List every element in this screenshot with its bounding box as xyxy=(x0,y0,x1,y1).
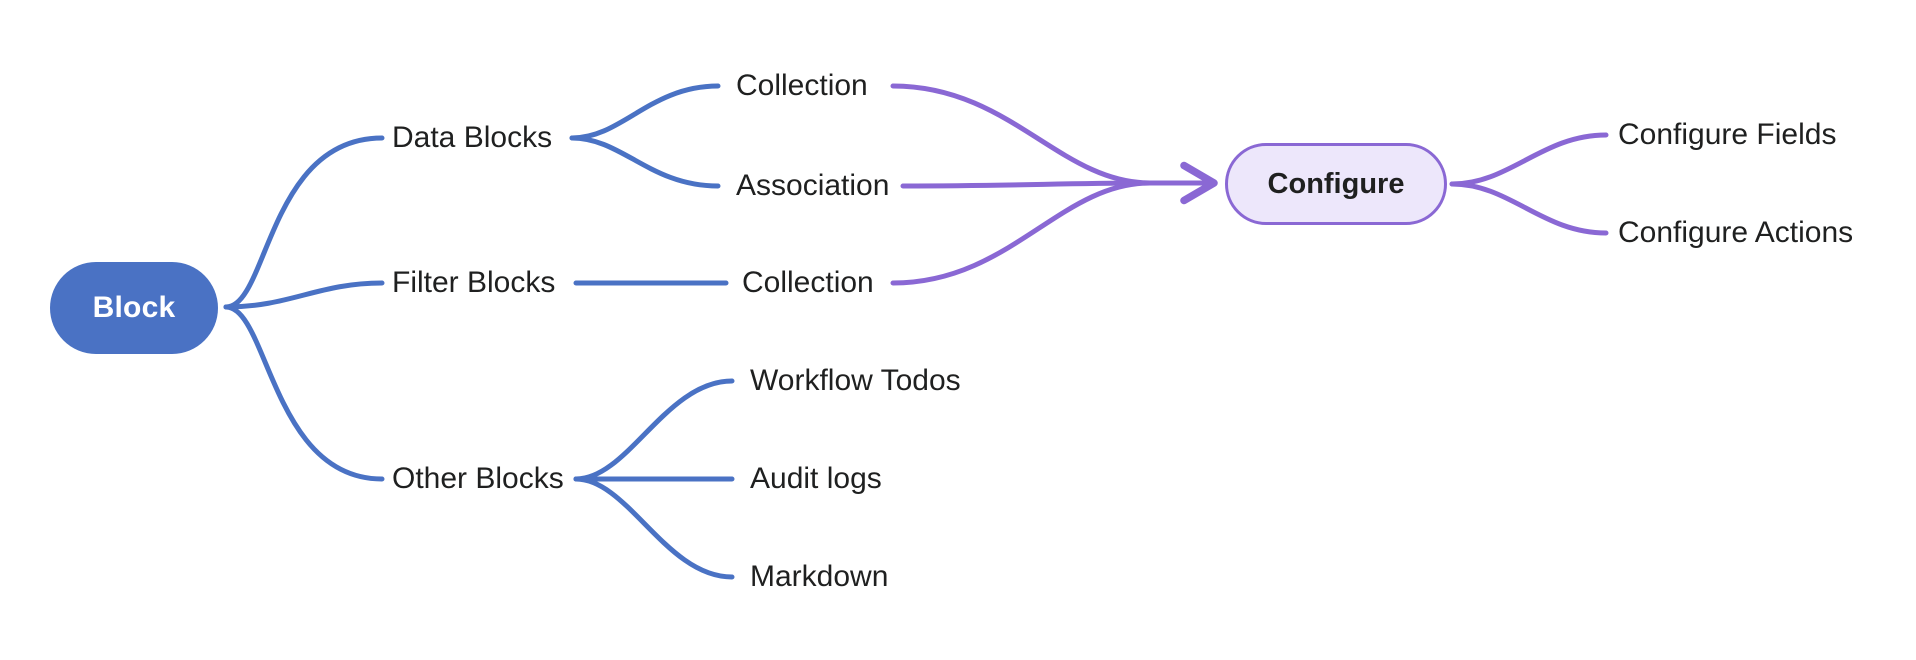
node-block-label: Block xyxy=(92,291,176,324)
edge-data-blocks-to-association xyxy=(569,135,721,189)
node-filter-blocks-collection[interactable]: Collection xyxy=(742,266,874,299)
node-configure-fields[interactable]: Configure Fields xyxy=(1618,118,1837,151)
edge-block-to-filter-blocks xyxy=(223,280,385,310)
edge-collection-to-configure xyxy=(890,83,1153,186)
node-data-blocks-collection[interactable]: Collection xyxy=(736,69,868,102)
edge-block-to-other-blocks xyxy=(223,304,385,482)
edge-configure-to-configure-fields xyxy=(1449,132,1609,187)
edge-data-blocks-to-collection xyxy=(569,83,721,141)
node-data-blocks[interactable]: Data Blocks xyxy=(392,121,553,154)
edge-configure-to-configure-actions xyxy=(1449,181,1609,236)
node-filter-blocks[interactable]: Filter Blocks xyxy=(392,266,556,299)
node-block[interactable]: Block xyxy=(50,262,218,354)
edge-other-blocks-to-workflow-todos xyxy=(573,378,735,482)
node-markdown[interactable]: Markdown xyxy=(750,560,889,593)
edge-association-to-configure xyxy=(900,180,1153,189)
node-data-blocks-association[interactable]: Association xyxy=(736,169,890,202)
edge-other-blocks-to-markdown xyxy=(573,476,735,580)
node-configure[interactable]: Configure xyxy=(1225,143,1447,225)
node-configure-actions[interactable]: Configure Actions xyxy=(1618,216,1854,249)
node-configure-label: Configure xyxy=(1267,167,1405,200)
edge-filter-collection-to-configure xyxy=(890,180,1153,286)
node-audit-logs[interactable]: Audit logs xyxy=(750,462,882,495)
node-other-blocks[interactable]: Other Blocks xyxy=(392,462,564,495)
edge-block-to-data-blocks xyxy=(223,135,385,310)
node-workflow-todos[interactable]: Workflow Todos xyxy=(750,364,961,397)
